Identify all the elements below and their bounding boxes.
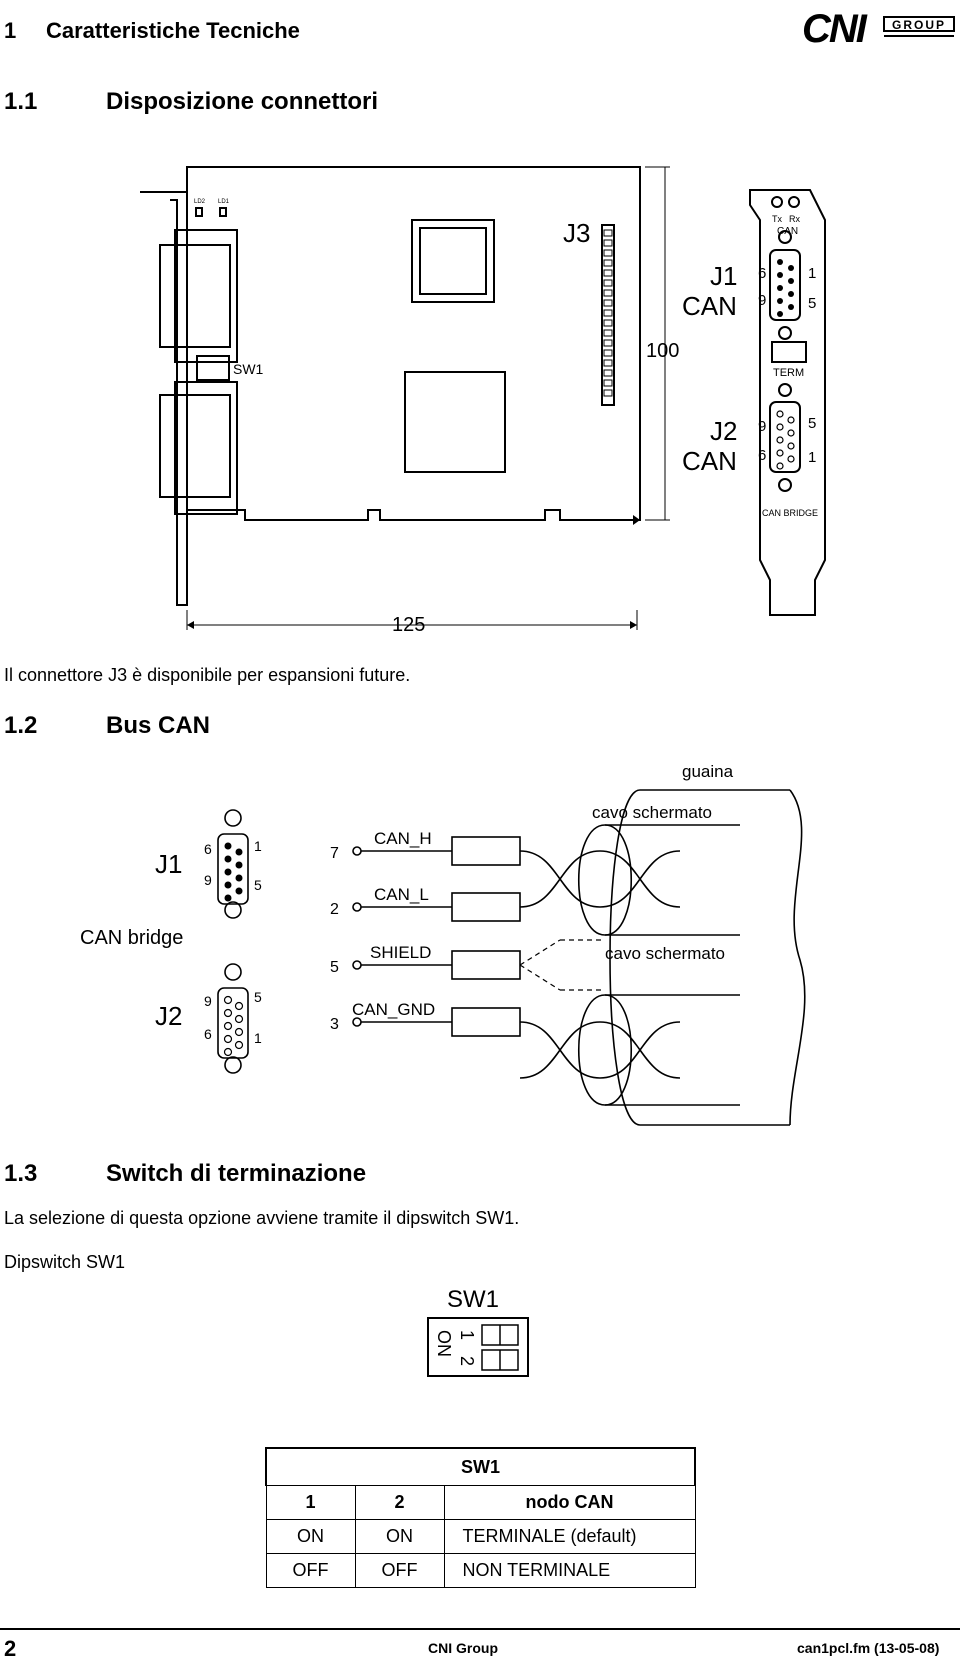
- diagram-j2-pin1: 1: [254, 1030, 262, 1046]
- dip-on-label: ON: [434, 1330, 454, 1357]
- sw1-settings-table: SW1 1 2 nodo CAN ON ON TERMINALE (defaul…: [265, 1447, 696, 1588]
- j3-label: J3: [563, 218, 590, 248]
- signal-pin-shield: 5: [330, 959, 339, 976]
- bracket-can-bridge: CAN BRIDGE: [762, 508, 818, 518]
- signal-can-gnd: CAN_GND: [352, 1000, 435, 1019]
- j1-label: J1: [710, 261, 737, 291]
- bracket-j1-pin6: 6: [758, 265, 766, 282]
- dimension-width: 125: [392, 614, 425, 636]
- table-row: OFF OFF NON TERMINALE: [265, 1553, 696, 1588]
- bracket-tx: Tx: [772, 214, 782, 224]
- table-cell: ON: [354, 1519, 445, 1554]
- table-cell: ON: [265, 1519, 356, 1554]
- cavo-schermato-bottom-label: cavo schermato: [605, 944, 725, 963]
- dipswitch-sw1-graphic: SW1 ON 1 2: [427, 1286, 529, 1377]
- logo-group-text: GROUP: [892, 18, 946, 32]
- table-title: SW1: [265, 1447, 696, 1486]
- cavo-schermato-top-label: cavo schermato: [592, 803, 712, 822]
- diagram-j1-pin5: 5: [254, 877, 262, 893]
- section-title: Switch di terminazione: [106, 1160, 367, 1187]
- diagram-j2-pin9: 9: [204, 993, 212, 1009]
- diagram-j2-label: J2: [155, 1001, 182, 1031]
- chapter-title: Caratteristiche Tecniche: [46, 18, 300, 43]
- table-cell: TERMINALE (default): [443, 1519, 696, 1554]
- footer-company: CNI Group: [428, 1640, 498, 1656]
- section-heading-1-3: 1.3 Switch di terminazione: [4, 1160, 366, 1188]
- section-title: Bus CAN: [106, 712, 211, 739]
- bracket-j1-pin5: 5: [808, 295, 816, 312]
- cni-logo: CNI GROUP: [800, 4, 956, 51]
- chapter-heading: 1 Caratteristiche Tecniche: [4, 18, 300, 44]
- section-heading-1-1: 1.1 Disposizione connettori: [4, 88, 378, 116]
- logo-mark: CNI: [802, 7, 868, 46]
- dip-pos2-label: 2: [457, 1356, 477, 1366]
- guaina-label: guaina: [682, 762, 734, 781]
- col-header-1: 1: [265, 1485, 356, 1520]
- section-number: 1.1: [4, 88, 38, 115]
- dip-name: SW1: [447, 1286, 499, 1313]
- diagram-j1-pin6: 6: [204, 841, 212, 857]
- bracket-j2-pin6: 6: [758, 447, 766, 464]
- table-header-row: SW1: [265, 1447, 696, 1486]
- termination-text: La selezione di questa opzione avviene t…: [4, 1208, 520, 1228]
- bracket-j1-pin1: 1: [808, 265, 816, 282]
- signal-pin-can-l: 2: [330, 901, 339, 918]
- j1-can-label: CAN: [682, 291, 737, 321]
- diagram-j2-pin5: 5: [254, 989, 262, 1005]
- page-number: 2: [4, 1636, 17, 1661]
- can-bus-wiring-diagram: J1 J2 CAN bridge 6 1 9 5 9 5 6 1 7 CAN_H…: [80, 762, 806, 1126]
- col-header-2: 2: [354, 1485, 445, 1520]
- signal-can-l: CAN_L: [374, 885, 429, 904]
- j3-note: Il connettore J3 è disponibile per espan…: [4, 665, 411, 685]
- bracket-j2-pin9: 9: [758, 418, 766, 435]
- signal-can-h: CAN_H: [374, 829, 432, 848]
- j2-can-label: CAN: [682, 446, 737, 476]
- diagram-j1-pin1: 1: [254, 838, 262, 854]
- diagram-j2-pin6: 6: [204, 1026, 212, 1042]
- table-cell: OFF: [354, 1553, 445, 1588]
- bracket-can: CAN: [777, 226, 798, 237]
- section-number: 1.2: [4, 712, 38, 739]
- signal-shield: SHIELD: [370, 943, 431, 962]
- bracket-rx: Rx: [789, 214, 800, 224]
- j2-label: J2: [710, 416, 737, 446]
- board-layout-diagram: J3 J1 CAN J2 CAN SW1 100 125 Tx Rx CAN T…: [140, 166, 826, 636]
- table-cell: NON TERMINALE: [443, 1553, 696, 1588]
- bracket-j1-pin9: 9: [758, 292, 766, 309]
- section-heading-1-2: 1.2 Bus CAN: [4, 712, 210, 740]
- table-column-headers: 1 2 nodo CAN: [265, 1485, 696, 1520]
- bracket-j2-pin1: 1: [808, 449, 816, 466]
- table-row: ON ON TERMINALE (default): [265, 1519, 696, 1554]
- dip-pos1-label: 1: [457, 1330, 477, 1340]
- diagram-j1-pin9: 9: [204, 872, 212, 888]
- dimension-height: 100: [646, 340, 679, 362]
- table-cell: OFF: [265, 1553, 356, 1588]
- section-title: Disposizione connettori: [106, 88, 379, 115]
- col-header-nodo: nodo CAN: [443, 1485, 696, 1520]
- bracket-term: TERM: [773, 367, 804, 379]
- sw1-board-label: SW1: [233, 361, 264, 377]
- diagram-j1-label: J1: [155, 849, 182, 879]
- chapter-number: 1: [4, 18, 17, 43]
- dipswitch-label: Dipswitch SW1: [4, 1252, 126, 1272]
- led-label-ld1: LD1: [218, 199, 230, 205]
- footer-rule: [0, 1628, 960, 1630]
- led-label-ld2: LD2: [194, 199, 206, 205]
- signal-pin-can-gnd: 3: [330, 1016, 339, 1033]
- bracket-j2-pin5: 5: [808, 415, 816, 432]
- signal-pin-can-h: 7: [330, 845, 339, 862]
- section-number: 1.3: [4, 1160, 38, 1187]
- footer-file: can1pcl.fm (13-05-08): [797, 1640, 940, 1656]
- can-bridge-label: CAN bridge: [80, 927, 183, 949]
